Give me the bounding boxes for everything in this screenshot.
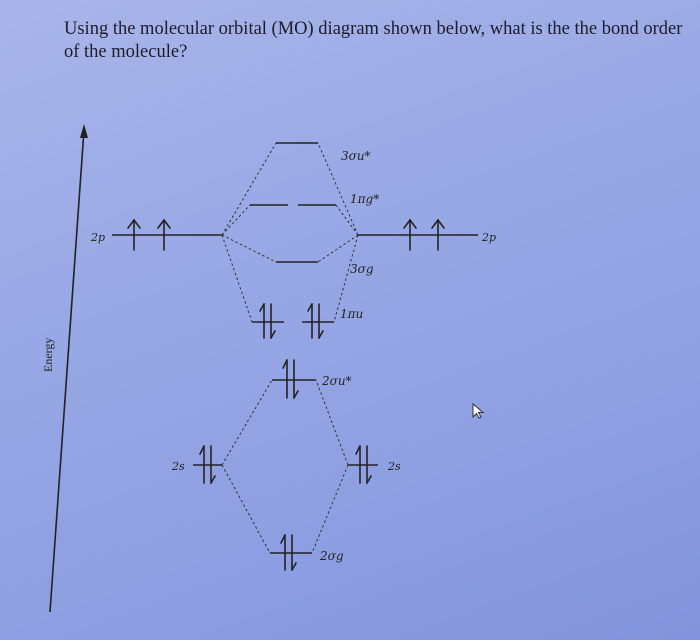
electron-pair-2sigma-u-star [282,359,299,399]
energy-axis-arrowhead [80,124,88,138]
label-2sigma-g: 2σg [319,549,344,563]
electron-pair-1pi-u-b [307,303,324,339]
electron-pair-left-2s [199,445,216,484]
label-3sigma-u-star: 3σu* [341,149,371,163]
energy-axis [49,129,85,613]
label-1pi-u: 1πu [340,307,363,321]
energy-axis-label: Energy [41,338,55,372]
question-text: Using the molecular orbital (MO) diagram… [64,19,683,62]
electron-pair-1pi-u-a [259,303,276,339]
electron-left-2p-1 [127,218,141,251]
right-2p-label: 2p [481,231,496,244]
left-2s-label: 2s [171,460,185,473]
electron-pair-2sigma-g [280,534,297,571]
right-2s-label: 2s [387,460,401,473]
electron-right-2p-2 [431,218,445,251]
electron-left-2p-2 [157,218,171,251]
label-3sigma-g: 3σg [350,262,374,276]
correlation-lines [221,142,359,554]
label-1pi-g-star: 1πg* [350,192,379,206]
electron-right-2p-1 [403,218,417,251]
left-2p-label: 2p [90,231,105,244]
label-2sigma-u-star: 2σu* [321,374,352,388]
electron-pair-right-2s [355,445,372,484]
mouse-cursor-icon [472,402,485,419]
